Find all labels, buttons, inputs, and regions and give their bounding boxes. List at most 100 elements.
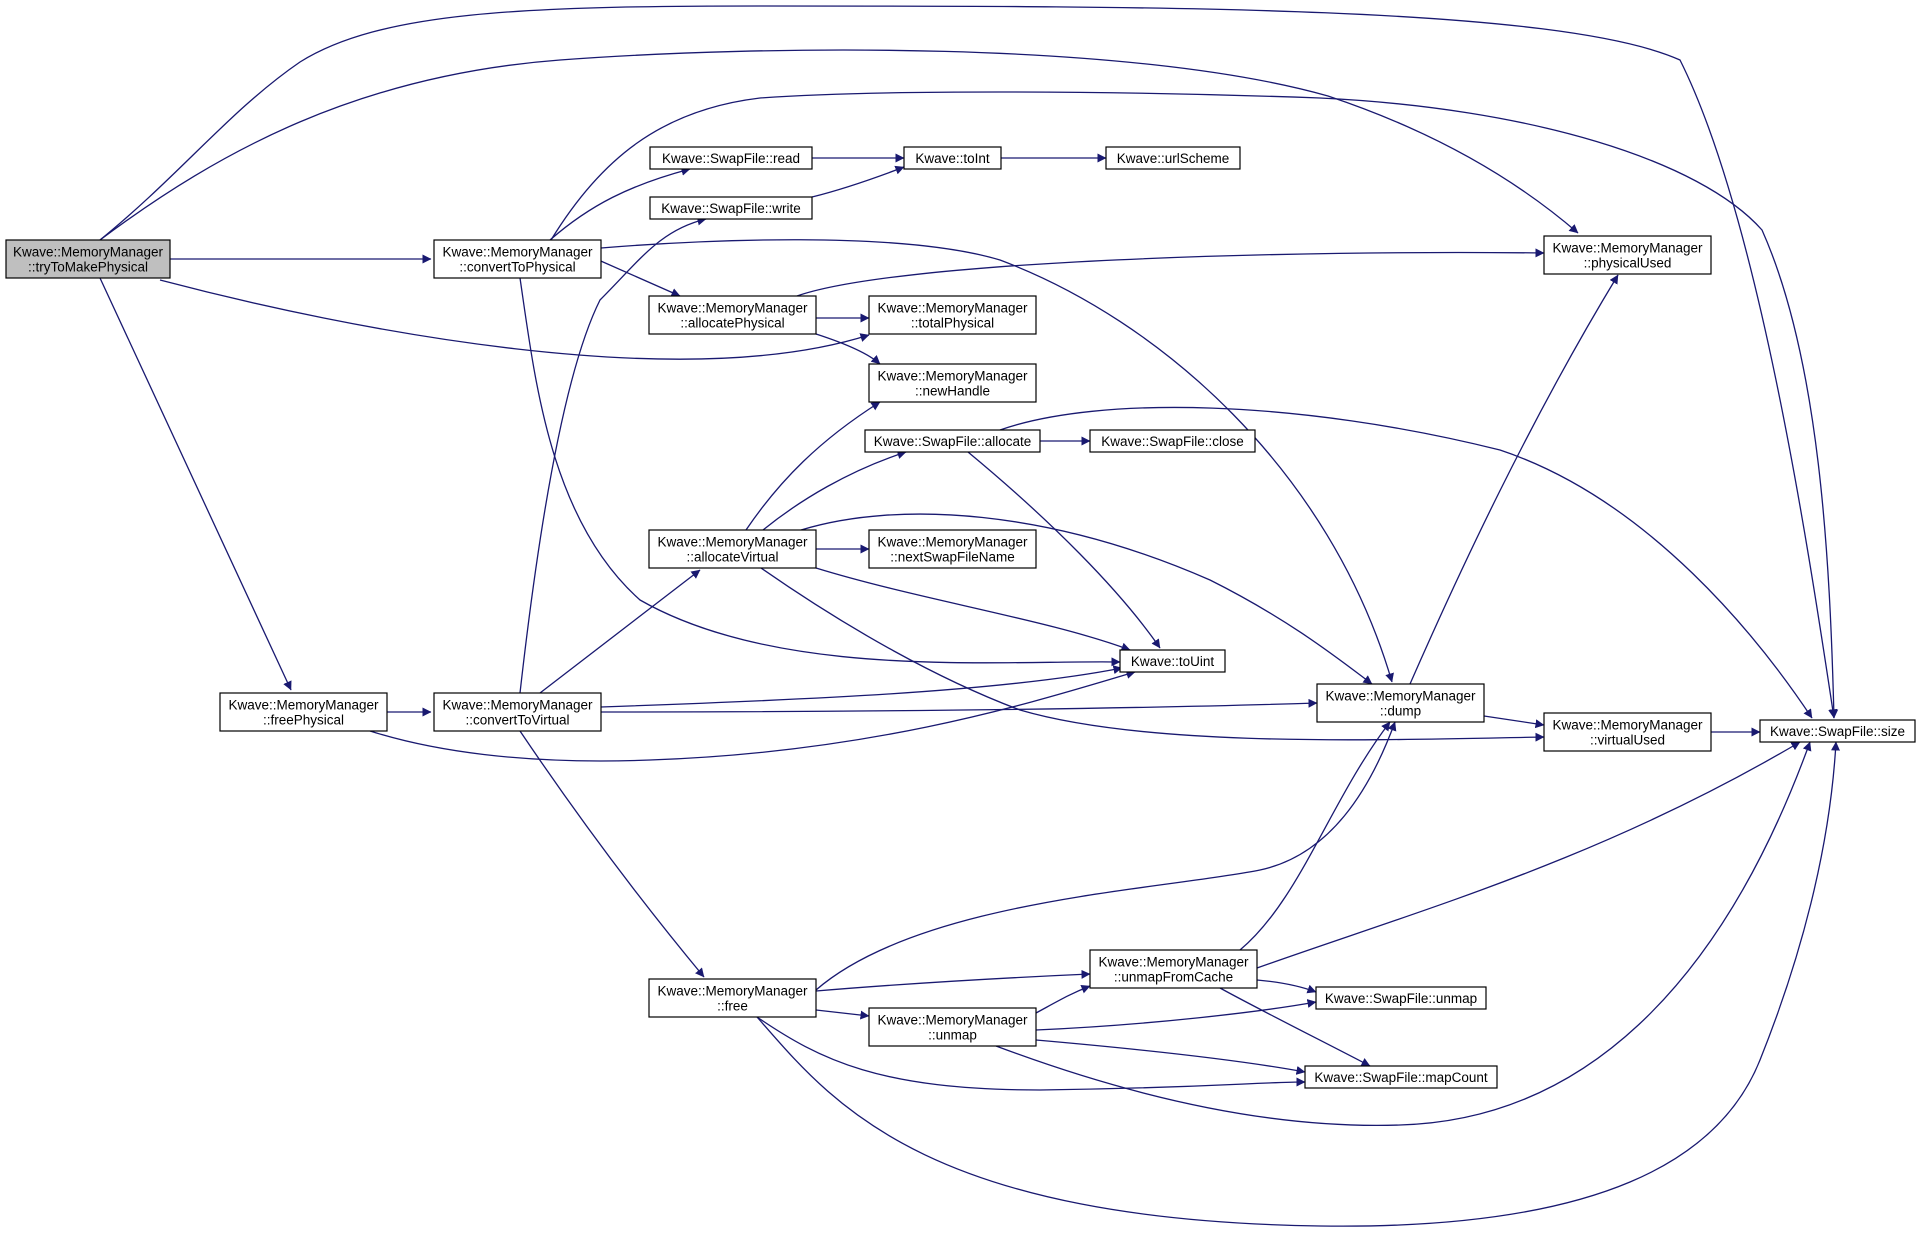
node-label: Kwave::MemoryManager xyxy=(1552,241,1703,256)
edge-tryToMakePhysical-to-freePhysical xyxy=(99,277,292,691)
node-box xyxy=(649,146,813,170)
node-label: Kwave::MemoryManager xyxy=(657,535,808,550)
node-box xyxy=(433,692,602,732)
edge-allocateVirtual-to-toUint xyxy=(800,513,1373,685)
edge-allocateVirtual-to-dump xyxy=(760,567,1545,742)
node-box xyxy=(1759,719,1916,743)
node-allocatePhysical[interactable]: Kwave::MemoryManager::allocatePhysical xyxy=(648,295,817,335)
node-swapUnmap[interactable]: Kwave::SwapFile::unmap xyxy=(1315,986,1487,1010)
node-label: ::virtualUsed xyxy=(1590,733,1665,748)
edge-virtualUsed-to-swapSize xyxy=(815,721,1397,991)
node-urlScheme[interactable]: Kwave::urlScheme xyxy=(1105,146,1241,170)
node-swapMapCount[interactable]: Kwave::SwapFile::mapCount xyxy=(1304,1065,1498,1089)
node-dump[interactable]: Kwave::MemoryManager::dump xyxy=(1316,683,1485,723)
edge-convertToPhysical-to-dump xyxy=(550,91,1839,719)
node-label: Kwave::MemoryManager xyxy=(657,984,808,999)
edge-allocateVirtual-to-newHandle xyxy=(762,450,907,531)
node-box xyxy=(649,196,813,220)
node-totalPhysical[interactable]: Kwave::MemoryManager::totalPhysical xyxy=(868,295,1037,335)
node-free[interactable]: Kwave::MemoryManager::free xyxy=(648,978,817,1018)
edge-freePhysical-to-toUint xyxy=(519,216,707,694)
node-label: Kwave::MemoryManager xyxy=(877,369,1028,384)
node-box xyxy=(648,295,817,335)
edge-unmapFromCache-to-dump xyxy=(1256,979,1317,994)
node-label: Kwave::urlScheme xyxy=(1117,151,1230,166)
edge-allocatePhysical-to-newHandle xyxy=(796,248,1545,297)
node-toInt[interactable]: Kwave::toInt xyxy=(903,146,1002,170)
node-label: ::convertToPhysical xyxy=(459,260,575,275)
node-toUint[interactable]: Kwave::toUint xyxy=(1119,649,1226,673)
node-swapAllocate[interactable]: Kwave::SwapFile::allocate xyxy=(864,429,1041,453)
node-physicalUsed[interactable]: Kwave::MemoryManager::physicalUsed xyxy=(1543,235,1712,275)
node-box xyxy=(433,239,602,279)
edge-convertToVirtual-to-allocateVirtual xyxy=(600,665,1123,708)
node-label: ::physicalUsed xyxy=(1584,256,1672,271)
node-label: Kwave::MemoryManager xyxy=(877,535,1028,550)
node-box xyxy=(868,1007,1037,1047)
node-label: Kwave::SwapFile::mapCount xyxy=(1314,1070,1488,1085)
edge-tryToMakePhysical-to-physicalUsed xyxy=(99,49,1579,241)
node-label: ::totalPhysical xyxy=(911,316,994,331)
edge-swapRead-to-toInt xyxy=(811,165,905,198)
edge-allocateVirtual-to-nextSwapFileName xyxy=(815,567,1131,652)
node-swapClose[interactable]: Kwave::SwapFile::close xyxy=(1089,429,1256,453)
node-box xyxy=(868,529,1037,569)
node-box xyxy=(1089,949,1258,989)
edge-convertToVirtual-to-dump xyxy=(519,730,705,978)
node-label: ::nextSwapFileName xyxy=(890,550,1015,565)
node-label: ::unmapFromCache xyxy=(1114,970,1233,985)
node-swapSize[interactable]: Kwave::SwapFile::size xyxy=(1759,719,1916,743)
node-label: Kwave::SwapFile::size xyxy=(1770,724,1905,739)
node-label: Kwave::MemoryManager xyxy=(228,698,379,713)
edge-convertToVirtual-to-swapWrite xyxy=(539,569,701,694)
node-label: Kwave::MemoryManager xyxy=(1098,955,1249,970)
node-box xyxy=(1304,1065,1498,1089)
node-label: Kwave::MemoryManager xyxy=(877,301,1028,316)
node-freePhysical[interactable]: Kwave::MemoryManager::freePhysical xyxy=(219,692,388,732)
node-box xyxy=(903,146,1002,170)
edge-tryToMakePhysical-to-swapSize xyxy=(99,5,1838,719)
edge-swapAllocate-to-toUint xyxy=(999,406,1813,719)
edge-tryToMakePhysical-to-totalPhysical xyxy=(159,279,870,360)
node-label: ::allocatePhysical xyxy=(680,316,784,331)
node-label: ::newHandle xyxy=(915,384,990,399)
node-label: ::free xyxy=(717,999,748,1014)
node-label: Kwave::MemoryManager xyxy=(657,301,808,316)
edge-unmap-to-swapMapCount xyxy=(995,741,1812,1127)
edge-convertToPhysical-to-allocatePhysical xyxy=(519,277,1121,667)
node-box xyxy=(5,239,171,279)
node-newHandle[interactable]: Kwave::MemoryManager::newHandle xyxy=(868,363,1037,403)
edge-free-to-swapMapCount xyxy=(756,741,1841,1227)
node-box xyxy=(219,692,388,732)
node-convertToVirtual[interactable]: Kwave::MemoryManager::convertToVirtual xyxy=(433,692,602,732)
node-label: Kwave::SwapFile::write xyxy=(661,201,801,216)
edge-free-to-swapSize xyxy=(1239,721,1391,951)
edges-layer xyxy=(99,5,1841,1227)
node-label: ::freePhysical xyxy=(263,713,344,728)
node-allocateVirtual[interactable]: Kwave::MemoryManager::allocateVirtual xyxy=(648,529,817,569)
node-label: ::allocateVirtual xyxy=(686,550,778,565)
edge-convertToVirtual-to-toUint xyxy=(600,698,1318,713)
edge-free-to-dump xyxy=(815,969,1091,992)
node-label: Kwave::SwapFile::close xyxy=(1101,434,1244,449)
node-convertToPhysical[interactable]: Kwave::MemoryManager::convertToPhysical xyxy=(433,239,602,279)
node-tryToMakePhysical[interactable]: Kwave::MemoryManager::tryToMakePhysical xyxy=(5,239,171,279)
edge-freePhysical-to-convertToVirtual xyxy=(369,670,1136,762)
node-label: Kwave::toInt xyxy=(915,151,990,166)
node-nextSwapFileName[interactable]: Kwave::MemoryManager::nextSwapFileName xyxy=(868,529,1037,569)
node-box xyxy=(1543,235,1712,275)
node-virtualUsed[interactable]: Kwave::MemoryManager::virtualUsed xyxy=(1543,712,1712,752)
nodes-layer: Kwave::MemoryManager::tryToMakePhysicalK… xyxy=(5,146,1916,1089)
node-label: Kwave::MemoryManager xyxy=(877,1013,1028,1028)
node-swapRead[interactable]: Kwave::SwapFile::read xyxy=(649,146,813,170)
edge-convertToPhysical-to-swapRead xyxy=(593,257,681,297)
node-unmapFromCache[interactable]: Kwave::MemoryManager::unmapFromCache xyxy=(1089,949,1258,989)
node-label: ::dump xyxy=(1380,704,1421,719)
node-box xyxy=(648,529,817,569)
node-box xyxy=(864,429,1041,453)
node-unmap[interactable]: Kwave::MemoryManager::unmap xyxy=(868,1007,1037,1047)
node-box xyxy=(1315,986,1487,1010)
edge-unmap-to-unmapFromCache xyxy=(1035,999,1317,1031)
node-swapWrite[interactable]: Kwave::SwapFile::write xyxy=(649,196,813,220)
